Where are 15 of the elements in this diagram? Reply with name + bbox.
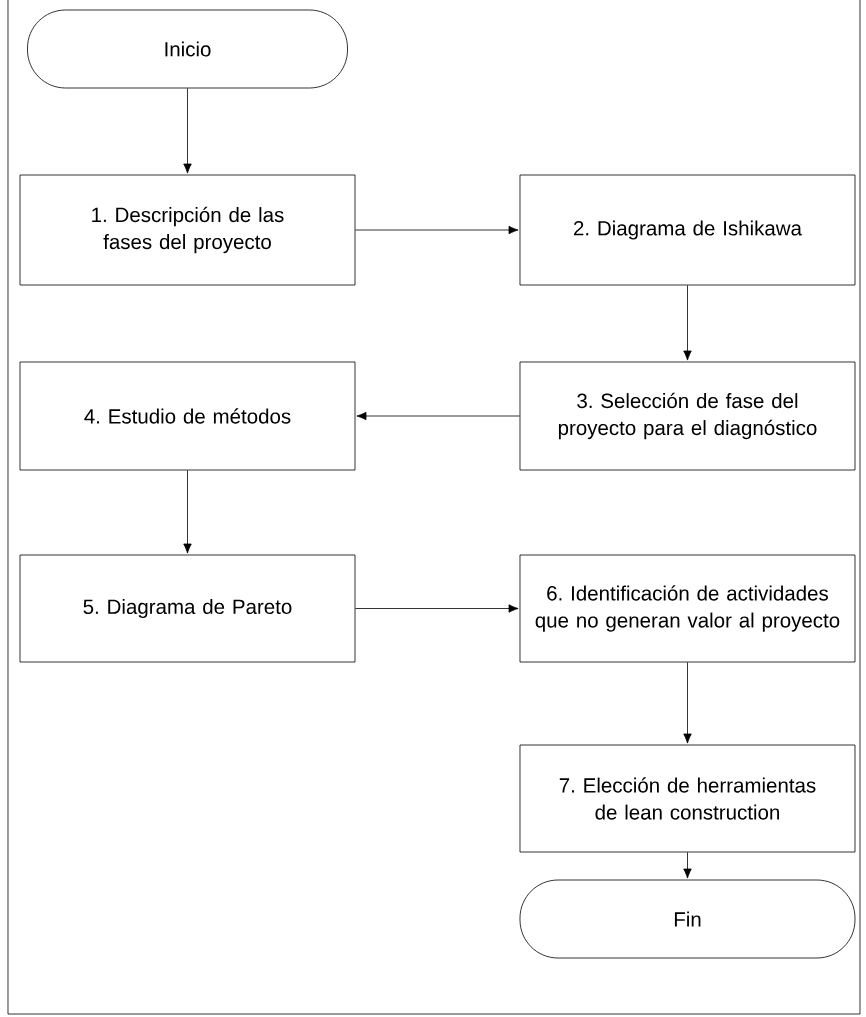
process-box: 6. Identificación de actividades que no generan valor al proyecto — [519, 554, 856, 663]
arrow — [683, 662, 692, 744]
process-box: 5. Diagrama de Pareto — [19, 554, 356, 663]
process-box: 4. Estudio de métodos — [19, 361, 356, 471]
arrow — [356, 411, 520, 421]
arrow — [683, 285, 692, 361]
arrow — [183, 88, 192, 174]
process-box: 2. Diagrama de Ishikawa — [519, 174, 856, 286]
process-box: 3. Selección de fase del proyecto para el diagnóstico — [519, 361, 856, 471]
arrow — [183, 470, 192, 554]
arrow — [355, 225, 519, 235]
process-box: 1. Descripción de las fases del proyecto — [19, 174, 356, 286]
arrow — [355, 604, 519, 613]
process-box: 7. Elección de herramientas de lean construction — [519, 744, 856, 853]
arrow — [683, 852, 692, 879]
